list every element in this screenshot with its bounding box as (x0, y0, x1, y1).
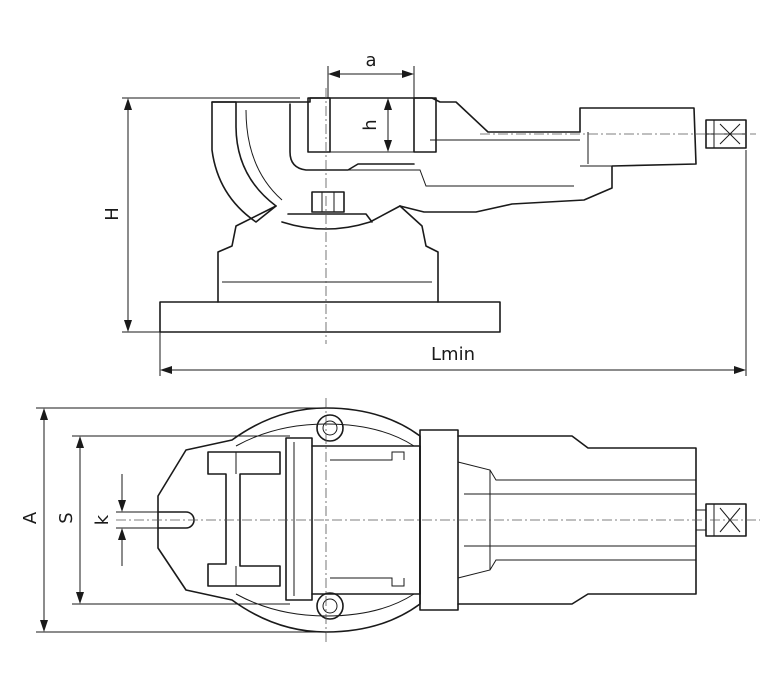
top-view (116, 398, 760, 644)
dimension-S: S (56, 435, 290, 605)
dimension-A: A (20, 407, 326, 633)
dimension-Lmin: Lmin (159, 150, 747, 376)
dimension-h: h (360, 97, 398, 153)
side-view (159, 88, 756, 344)
label-H: H (102, 207, 123, 221)
dimension-k: k (92, 474, 160, 566)
swivel-saddle (281, 205, 401, 230)
dimension-H: H (102, 97, 300, 333)
label-h: h (360, 119, 381, 130)
label-A: A (20, 511, 41, 524)
jaw-bar (285, 437, 313, 601)
base-plate (159, 301, 501, 333)
label-S: S (56, 512, 77, 523)
bolt-top (316, 414, 344, 442)
label-k: k (92, 514, 113, 525)
vise-body (211, 97, 697, 213)
movable-jaw (413, 97, 437, 153)
pivot-nut (311, 191, 345, 213)
label-Lmin: Lmin (431, 344, 475, 365)
main-body (457, 435, 697, 605)
bolt-bottom (316, 592, 344, 620)
pedestal (217, 205, 439, 303)
rear-bracket (207, 451, 281, 587)
dimension-a: a (327, 50, 415, 98)
label-a: a (365, 50, 376, 71)
fixed-jaw (307, 97, 331, 153)
tilt-arm (211, 101, 277, 223)
